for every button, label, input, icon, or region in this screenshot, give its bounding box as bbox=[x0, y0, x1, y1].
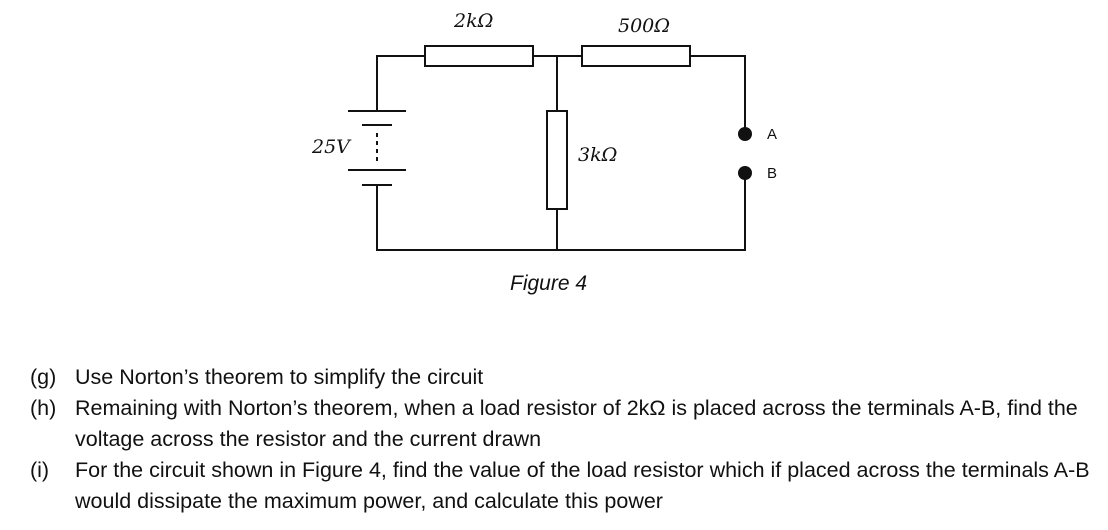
figure-caption: Figure 4 bbox=[510, 272, 587, 295]
wire-top-left bbox=[376, 55, 425, 111]
battery-symbol bbox=[348, 110, 406, 186]
circuit-diagram: 2kΩ 500Ω 3kΩ 25V A B Figure 4 bbox=[311, 10, 777, 295]
question-label: (g) bbox=[30, 365, 57, 389]
resistor-3k bbox=[546, 110, 568, 210]
wire-bottom bbox=[376, 175, 746, 251]
question-i: (i) For the circuit shown in Figure 4, f… bbox=[30, 455, 1105, 517]
resistor-500 bbox=[581, 45, 691, 67]
terminal-a-dot bbox=[738, 127, 752, 141]
question-g: (g) Use Norton’s theorem to simplify the… bbox=[30, 362, 1105, 393]
terminal-b-dot bbox=[738, 166, 752, 180]
question-list: (g) Use Norton’s theorem to simplify the… bbox=[30, 362, 1105, 517]
label-r2: 500Ω bbox=[618, 15, 670, 37]
label-source: 25V bbox=[311, 136, 352, 158]
label-terminal-a: A bbox=[767, 126, 777, 143]
question-text: Use Norton’s theorem to simplify the cir… bbox=[75, 365, 484, 389]
question-text: For the circuit shown in Figure 4, find … bbox=[75, 458, 1090, 513]
question-h: (h) Remaining with Norton’s theorem, whe… bbox=[30, 393, 1105, 455]
question-label: (i) bbox=[30, 458, 50, 482]
label-r3: 3kΩ bbox=[578, 144, 617, 166]
question-label: (h) bbox=[30, 396, 57, 420]
label-terminal-b: B bbox=[767, 165, 777, 182]
label-r1: 2kΩ bbox=[453, 10, 493, 32]
question-text: Remaining with Norton’s theorem, when a … bbox=[75, 396, 1078, 451]
resistor-2k bbox=[424, 45, 534, 67]
wire-top-right bbox=[690, 55, 746, 130]
